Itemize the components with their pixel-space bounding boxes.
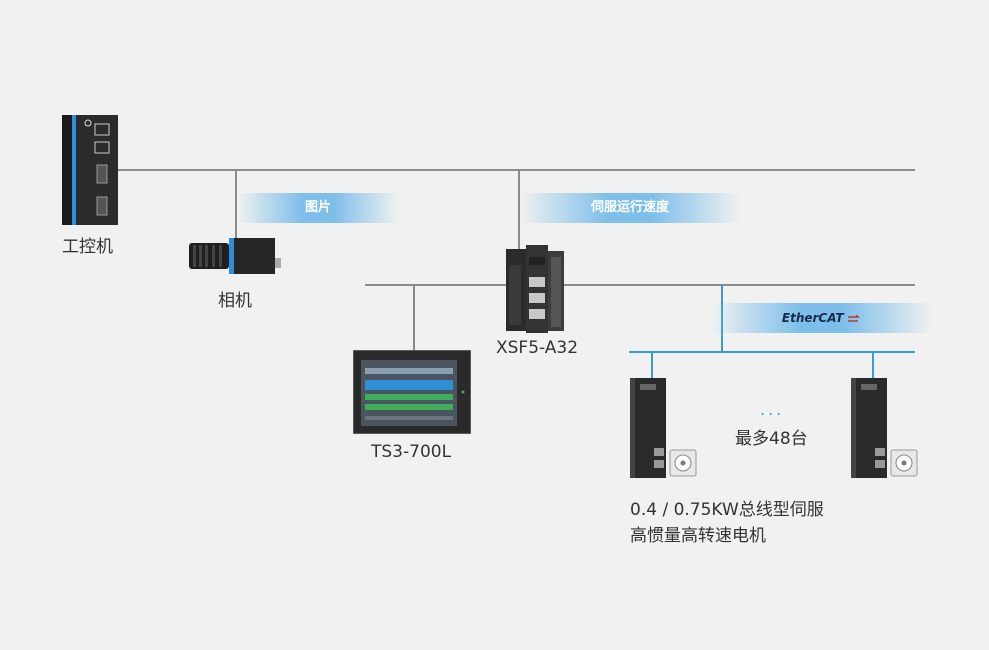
ethercat-arrow-icon [848,313,860,322]
servo-count-label: 最多48台 [735,429,808,449]
mid-bus-line [365,284,915,286]
servo-label-line2: 高惯量高转速电机 [630,526,766,546]
ipc-label: 工控机 [62,237,113,257]
ethercat-bus-line [629,351,915,353]
plc-controller [506,245,564,333]
hmi-touchscreen [352,349,472,435]
industrial-pc [62,115,118,225]
servo-drive-2 [851,378,919,478]
hmi-label: TS3-700L [371,442,452,462]
ethercat-logo-text: EtherCAT [781,311,844,325]
image-data-tag: 图片 [238,193,398,223]
plc-label: XSF5-A32 [496,338,579,358]
ethercat-tag: EtherCAT [712,303,932,333]
servo-speed-tag: 伺服运行速度 [520,193,740,223]
camera [189,236,283,276]
camera-label: 相机 [218,291,252,311]
plc-drop-line [518,170,520,250]
servo-label-line1: 0.4 / 0.75KW总线型伺服 [630,500,824,520]
more-servos-dots: ... [760,400,785,419]
camera-drop-line [235,170,237,242]
servo-drive-1 [630,378,698,478]
servo2-drop-line [872,352,874,378]
top-bus-line [117,169,915,171]
hmi-drop-line [413,285,415,351]
servo1-drop-line [651,352,653,378]
